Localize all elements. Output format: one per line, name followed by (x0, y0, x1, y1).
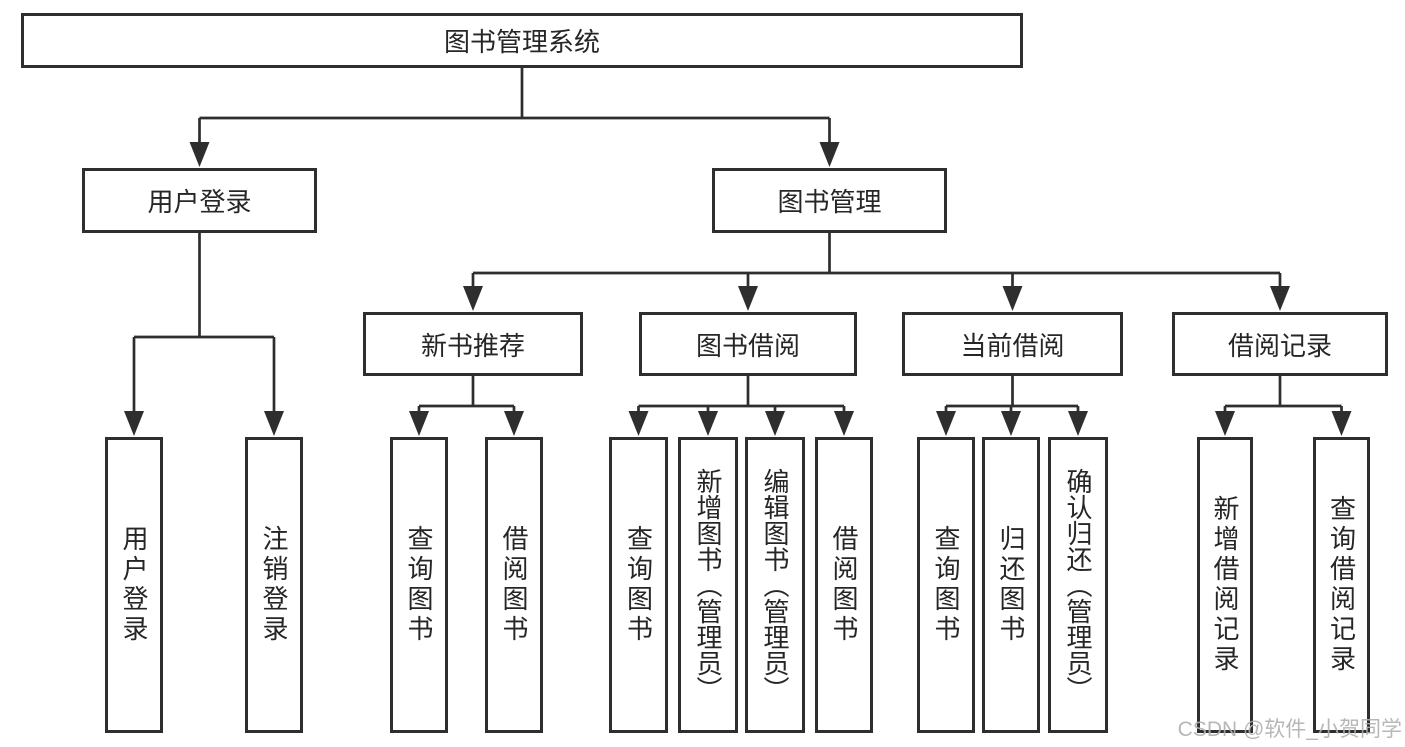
leaf-logout-label: 注销登录 (259, 525, 289, 645)
leaf-current-return-book-label: 归还图书 (996, 525, 1026, 645)
leaf-borrow-edit-book-label: 编辑图书（管理员） (760, 468, 790, 702)
connector-path (471, 233, 1282, 290)
arrow-down-icon (409, 411, 429, 436)
node-book-borrow: 图书借阅 (639, 312, 857, 376)
edge-borrow-record-to-leaves (1215, 376, 1352, 436)
node-book-mgmt: 图书管理 (712, 168, 947, 233)
arrow-down-icon (504, 411, 524, 436)
node-borrow-record-label: 借阅记录 (1227, 330, 1332, 361)
arrow-down-icon (124, 411, 144, 436)
leaf-record-query-label: 查询借阅记录 (1326, 495, 1357, 675)
leaf-record-query: 查询借阅记录 (1313, 437, 1370, 733)
connector-path (417, 376, 516, 415)
arrow-down-icon (628, 411, 649, 436)
leaf-current-return-book: 归还图书 (982, 437, 1040, 733)
leaf-user-login-action-label: 用户登录 (119, 525, 149, 645)
arrow-down-icon (738, 286, 758, 311)
leaf-user-login-action: 用户登录 (105, 437, 163, 733)
node-current-borrow: 当前借阅 (902, 312, 1123, 376)
node-current-borrow-label: 当前借阅 (960, 330, 1065, 361)
leaf-borrow-add-book-label: 新增图书（管理员） (693, 468, 723, 702)
arrow-down-icon (1001, 411, 1021, 436)
node-user-login-label: 用户登录 (147, 187, 252, 217)
arrow-down-icon (834, 411, 854, 436)
leaf-record-add-label: 新增借阅记录 (1210, 495, 1240, 675)
leaf-current-query-book: 查询图书 (917, 437, 975, 733)
node-borrow-record: 借阅记录 (1172, 312, 1388, 376)
node-new-book: 新书推荐 (363, 312, 583, 376)
csdn-watermark: CSDN @软件_小贺同学 (1177, 718, 1402, 741)
leaf-newbook-borrow-book: 借阅图书 (485, 437, 543, 733)
leaf-newbook-query-book-label: 查询图书 (404, 525, 434, 645)
node-root: 图书管理系统 (21, 13, 1023, 68)
arrow-down-icon (1068, 411, 1088, 436)
edge-book-mgmt-to-level3 (463, 233, 1290, 311)
edge-root-to-level2 (189, 67, 840, 167)
connector-path (132, 233, 276, 415)
arrow-down-icon (698, 411, 718, 436)
node-book-borrow-label: 图书借阅 (695, 330, 800, 361)
node-user-login: 用户登录 (82, 168, 317, 233)
leaf-newbook-borrow-book-label: 借阅图书 (499, 525, 529, 645)
arrow-down-icon (1215, 411, 1235, 436)
leaf-current-confirm-return: 确认归还（管理员） (1048, 437, 1108, 733)
leaf-borrow-query-book: 查询图书 (609, 437, 668, 733)
leaf-borrow-query-book-label: 查询图书 (623, 525, 654, 645)
node-book-mgmt-label: 图书管理 (777, 187, 882, 217)
connector-path (637, 376, 846, 415)
leaf-newbook-query-book: 查询图书 (390, 437, 448, 733)
node-new-book-label: 新书推荐 (420, 330, 525, 361)
node-root-label: 图书管理系统 (443, 27, 600, 57)
arrow-down-icon (463, 286, 483, 311)
leaf-current-confirm-return-label: 确认归还（管理员） (1063, 468, 1093, 702)
connector-path (198, 67, 831, 146)
arrow-down-icon (819, 142, 840, 167)
leaf-borrow-add-book: 新增图书（管理员） (678, 437, 738, 733)
edge-new-book-to-leaves (409, 376, 524, 436)
edge-user-login-to-leaves (124, 233, 284, 436)
arrow-down-icon (189, 142, 210, 167)
arrow-down-icon (1002, 286, 1023, 311)
leaf-borrow-edit-book: 编辑图书（管理员） (745, 437, 805, 733)
arrow-down-icon (936, 411, 956, 436)
leaf-borrow-borrow-book: 借阅图书 (815, 437, 873, 733)
leaf-current-query-book-label: 查询图书 (931, 525, 961, 645)
arrow-down-icon (1270, 286, 1290, 311)
arrow-down-icon (1331, 411, 1352, 436)
arrow-down-icon (264, 411, 284, 436)
edge-current-borrow-to-leaves (936, 376, 1088, 436)
connector-path (944, 376, 1080, 415)
leaf-borrow-borrow-book-label: 借阅图书 (829, 525, 859, 645)
connector-path (1223, 376, 1343, 415)
leaf-logout: 注销登录 (245, 437, 303, 733)
edge-book-borrow-to-leaves (628, 376, 854, 436)
leaf-record-add: 新增借阅记录 (1197, 437, 1253, 733)
arrow-down-icon (765, 411, 785, 436)
